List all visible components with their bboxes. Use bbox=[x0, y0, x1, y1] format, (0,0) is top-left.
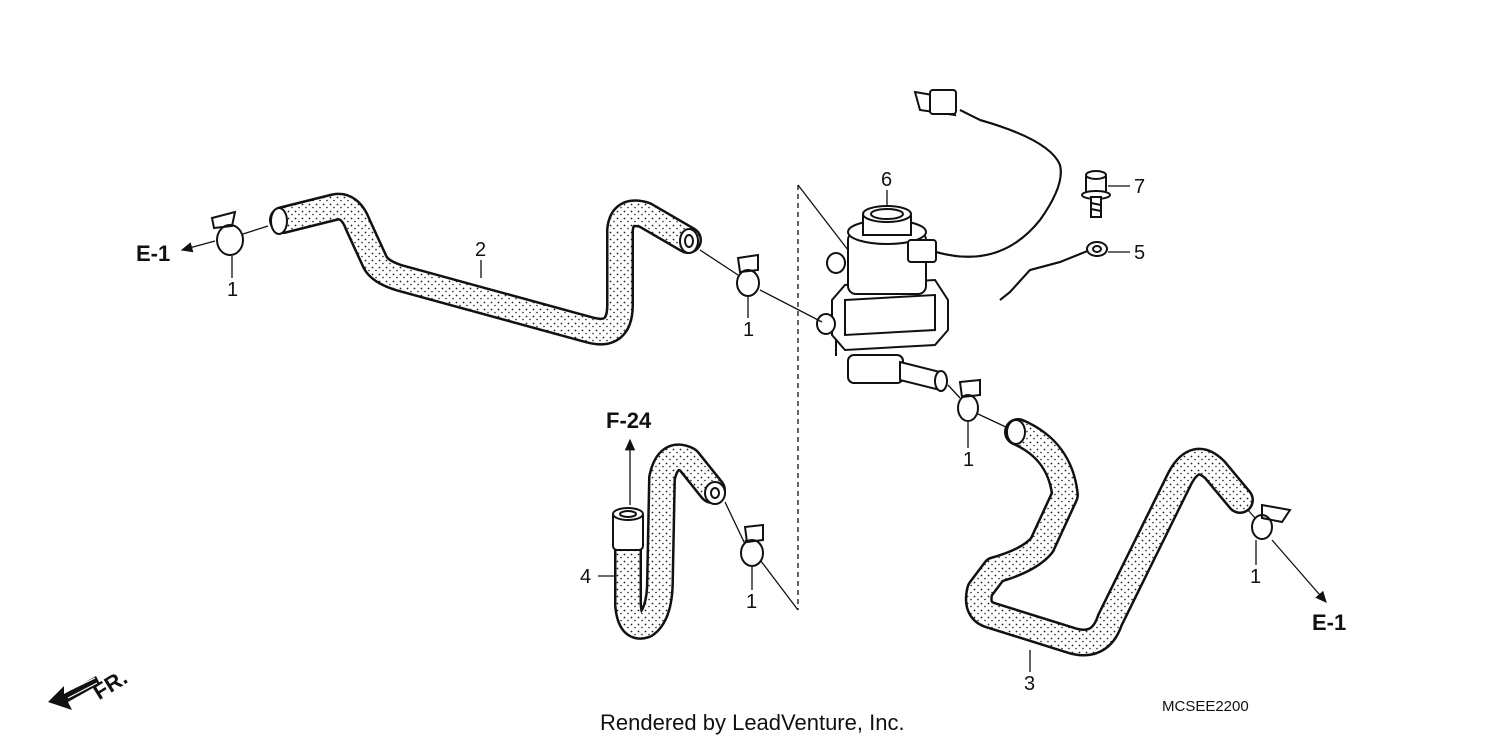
ref-f24: F-24 bbox=[606, 408, 652, 433]
separator-lead-top bbox=[797, 184, 849, 251]
clamp-1-lower bbox=[740, 523, 764, 567]
lead-hose2-clamp bbox=[699, 249, 739, 276]
hose-3 bbox=[964, 418, 1254, 657]
credit-line: Rendered by LeadVenture, Inc. bbox=[600, 710, 905, 735]
ref-e1-right: E-1 bbox=[1312, 610, 1346, 635]
callout-2: 2 bbox=[475, 239, 486, 261]
front-label: FR. bbox=[88, 665, 131, 705]
callout-5: 5 bbox=[1134, 242, 1145, 264]
clamp-1-valve bbox=[957, 378, 981, 422]
clamp-1-left bbox=[210, 210, 244, 256]
control-valve-6 bbox=[816, 205, 949, 392]
clamp-1-right bbox=[1251, 503, 1292, 540]
callout-1-valve: 1 bbox=[963, 449, 974, 471]
arrow-e1-left bbox=[180, 240, 216, 253]
bracket-5 bbox=[999, 241, 1108, 301]
callout-1-left: 1 bbox=[227, 279, 238, 301]
lead-hose4-clamp bbox=[724, 501, 746, 545]
callout-1-upper: 1 bbox=[743, 319, 754, 341]
callout-1-right: 1 bbox=[1250, 566, 1261, 588]
lead-hose3-clamp bbox=[1247, 509, 1256, 519]
clamp-1-upper bbox=[736, 253, 760, 297]
callout-6: 6 bbox=[881, 169, 892, 191]
hose-4 bbox=[612, 443, 726, 640]
callout-4: 4 bbox=[580, 566, 591, 588]
lead-clamp-hose3 bbox=[977, 413, 1009, 429]
arrow-e1-right bbox=[1271, 539, 1327, 603]
lead-valve-clamp bbox=[947, 384, 961, 399]
diagram-code: MCSEE2200 bbox=[1162, 698, 1249, 715]
hose-2 bbox=[269, 192, 702, 346]
ref-e1-left: E-1 bbox=[136, 241, 170, 266]
front-arrow-icon bbox=[48, 676, 100, 710]
lead-clamp-hose2 bbox=[242, 225, 269, 235]
callout-7: 7 bbox=[1134, 176, 1145, 198]
callout-1-lower: 1 bbox=[746, 591, 757, 613]
bolt-7 bbox=[1081, 170, 1111, 218]
callout-3: 3 bbox=[1024, 673, 1035, 695]
lead-clamp-valve bbox=[759, 289, 823, 323]
wire-connector bbox=[913, 89, 1062, 258]
